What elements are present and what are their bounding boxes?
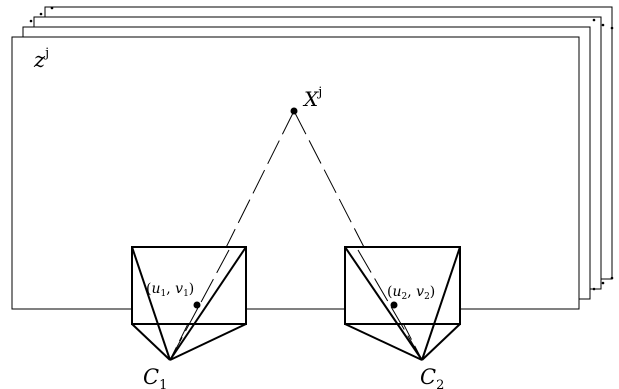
- camera-label-right: C2: [420, 365, 444, 389]
- plane-front: [11, 36, 580, 310]
- camera-left: [131, 246, 247, 361]
- projection-point-right: [390, 301, 398, 309]
- point-x: [290, 107, 298, 115]
- stack-ellipsis-dots: [29, 6, 614, 291]
- camera-right: [344, 246, 461, 361]
- plane-stack: [11, 6, 613, 310]
- projection-label-left: (u1, v1): [146, 281, 194, 299]
- plane-label: zj: [33, 46, 49, 72]
- projection-label-right: (u2, v2): [387, 284, 435, 302]
- point-label: Xj: [302, 85, 322, 111]
- projection-point-left: [193, 301, 201, 309]
- camera-label-left: C1: [143, 365, 167, 389]
